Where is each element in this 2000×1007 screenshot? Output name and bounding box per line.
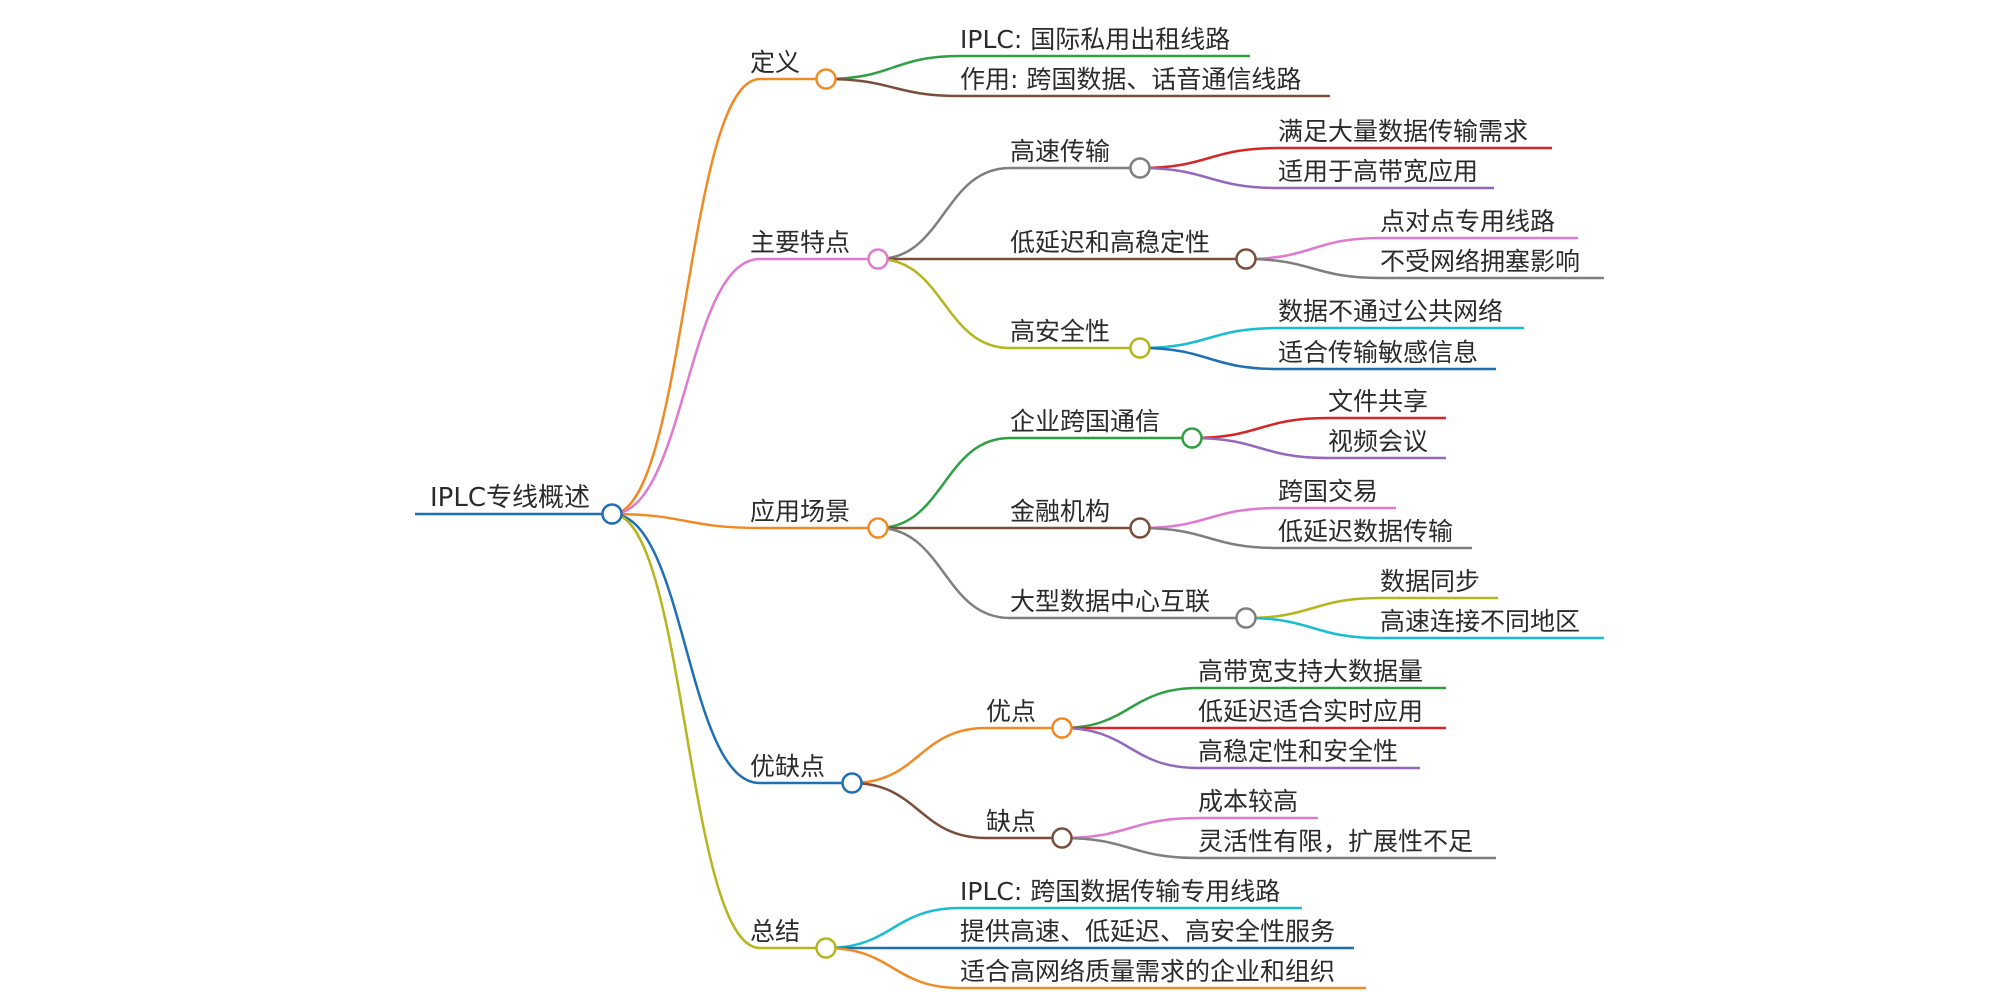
leaf-label: IPLC: 国际私用出租线路 <box>960 25 1230 54</box>
edge-root-children-2 <box>611 512 761 530</box>
edge-root-children-4 <box>611 512 761 950</box>
branch-node-circle[interactable] <box>815 68 837 90</box>
edge-root-children-3-children-0 <box>851 726 987 785</box>
branch-label: 大型数据中心互联 <box>1010 587 1210 616</box>
branch-label: 企业跨国通信 <box>1010 407 1160 436</box>
edge-root-children-1-children-1-children-0 <box>1245 236 1381 261</box>
edge-root-children-4-children-2 <box>825 946 961 990</box>
branch-node-circle[interactable] <box>1051 717 1073 739</box>
edge-root-children-2-children-0-children-0 <box>1191 416 1329 440</box>
branch-label: 高安全性 <box>1010 317 1110 346</box>
branch-label: 优点 <box>986 697 1036 726</box>
branch-label: 主要特点 <box>750 228 850 257</box>
branch-label: 应用场景 <box>750 497 850 526</box>
edge-root-children-1-children-0 <box>877 166 1011 261</box>
edge-root-children-1 <box>611 257 761 516</box>
leaf-label: 不受网络拥塞影响 <box>1380 247 1580 276</box>
leaf-label: 满足大量数据传输需求 <box>1278 117 1528 146</box>
branch-node-circle[interactable] <box>1129 517 1151 539</box>
edge-root-children-2-children-2-children-0 <box>1245 596 1381 620</box>
leaf-label: 数据同步 <box>1380 567 1480 596</box>
branch-node-circle[interactable] <box>841 772 863 794</box>
edge-root-children-1-children-0-children-1 <box>1139 166 1279 190</box>
leaf-label: 低延迟适合实时应用 <box>1198 697 1423 726</box>
leaf-label: 提供高速、低延迟、高安全性服务 <box>960 917 1335 946</box>
edge-root-children-3-children-0-children-2 <box>1061 726 1199 770</box>
branch-node-circle[interactable] <box>867 517 889 539</box>
edges-layer <box>415 54 1604 990</box>
leaf-label: 灵活性有限，扩展性不足 <box>1198 827 1473 856</box>
branch-label: 定义 <box>750 48 800 77</box>
edge-root-children-2-children-1-children-1 <box>1139 526 1279 550</box>
leaf-label: 文件共享 <box>1328 387 1428 416</box>
leaf-label: 低延迟数据传输 <box>1278 517 1453 546</box>
edge-root-children-3-children-1 <box>851 781 987 840</box>
edge-root-children-2-children-2 <box>877 526 1011 620</box>
edge-root-children-2-children-2-children-1 <box>1245 616 1381 640</box>
leaf-label: 适用于高带宽应用 <box>1278 157 1478 186</box>
branch-label: 低延迟和高稳定性 <box>1010 228 1210 257</box>
leaf-label: 高稳定性和安全性 <box>1198 737 1398 766</box>
edge-root-children-3-children-0-children-0 <box>1061 686 1199 730</box>
branch-node-circle[interactable] <box>1129 337 1151 359</box>
leaf-label: 作用: 跨国数据、话音通信线路 <box>960 65 1301 94</box>
edge-root-children-1-children-2-children-0 <box>1139 326 1279 350</box>
leaf-label: 高带宽支持大数据量 <box>1198 657 1423 686</box>
edge-root-children-2-children-0-children-1 <box>1191 436 1329 460</box>
leaf-label: 点对点专用线路 <box>1380 207 1555 236</box>
edge-root-children-3-children-1-children-0 <box>1061 816 1199 840</box>
branch-node-circle[interactable] <box>1235 248 1257 270</box>
edge-root-children-0-children-1 <box>825 77 961 98</box>
branch-label: 金融机构 <box>1010 497 1110 526</box>
leaf-label: 适合高网络质量需求的企业和组织 <box>960 957 1335 986</box>
leaf-label: IPLC: 跨国数据传输专用线路 <box>960 877 1280 906</box>
branch-node-circle[interactable] <box>1181 427 1203 449</box>
branch-label: 优缺点 <box>750 752 825 781</box>
edge-root-children-2-children-0 <box>877 436 1011 530</box>
edge-root-children-2-children-1-children-0 <box>1139 506 1279 530</box>
leaf-label: 数据不通过公共网络 <box>1278 297 1503 326</box>
edge-root-children-1-children-1-children-1 <box>1245 257 1381 280</box>
branch-node-circle[interactable] <box>815 937 837 959</box>
edge-root-children-1-children-2 <box>877 257 1011 350</box>
branch-node-circle[interactable] <box>1129 157 1151 179</box>
root-node-circle[interactable] <box>601 503 623 525</box>
leaf-label: 视频会议 <box>1328 427 1428 456</box>
root-topic-label: IPLC专线概述 <box>430 483 590 513</box>
edge-root-children-1-children-2-children-1 <box>1139 346 1279 371</box>
branch-node-circle[interactable] <box>867 248 889 270</box>
leaf-label: 高速连接不同地区 <box>1380 607 1580 636</box>
branch-node-circle[interactable] <box>1235 607 1257 629</box>
branch-node-circle[interactable] <box>1051 827 1073 849</box>
edge-root-children-0 <box>611 77 761 516</box>
branch-label: 高速传输 <box>1010 137 1110 166</box>
edge-root-children-3 <box>611 512 761 785</box>
edge-root-children-3-children-1-children-1 <box>1061 836 1199 860</box>
edge-root-children-4-children-0 <box>825 906 961 950</box>
leaf-label: 跨国交易 <box>1278 477 1378 506</box>
branch-label: 缺点 <box>986 807 1036 836</box>
branch-label: 总结 <box>750 917 800 946</box>
leaf-label: 适合传输敏感信息 <box>1278 338 1478 367</box>
edge-root-children-0-children-0 <box>825 54 961 81</box>
edge-root-children-1-children-0-children-0 <box>1139 146 1279 170</box>
leaf-label: 成本较高 <box>1198 787 1298 816</box>
